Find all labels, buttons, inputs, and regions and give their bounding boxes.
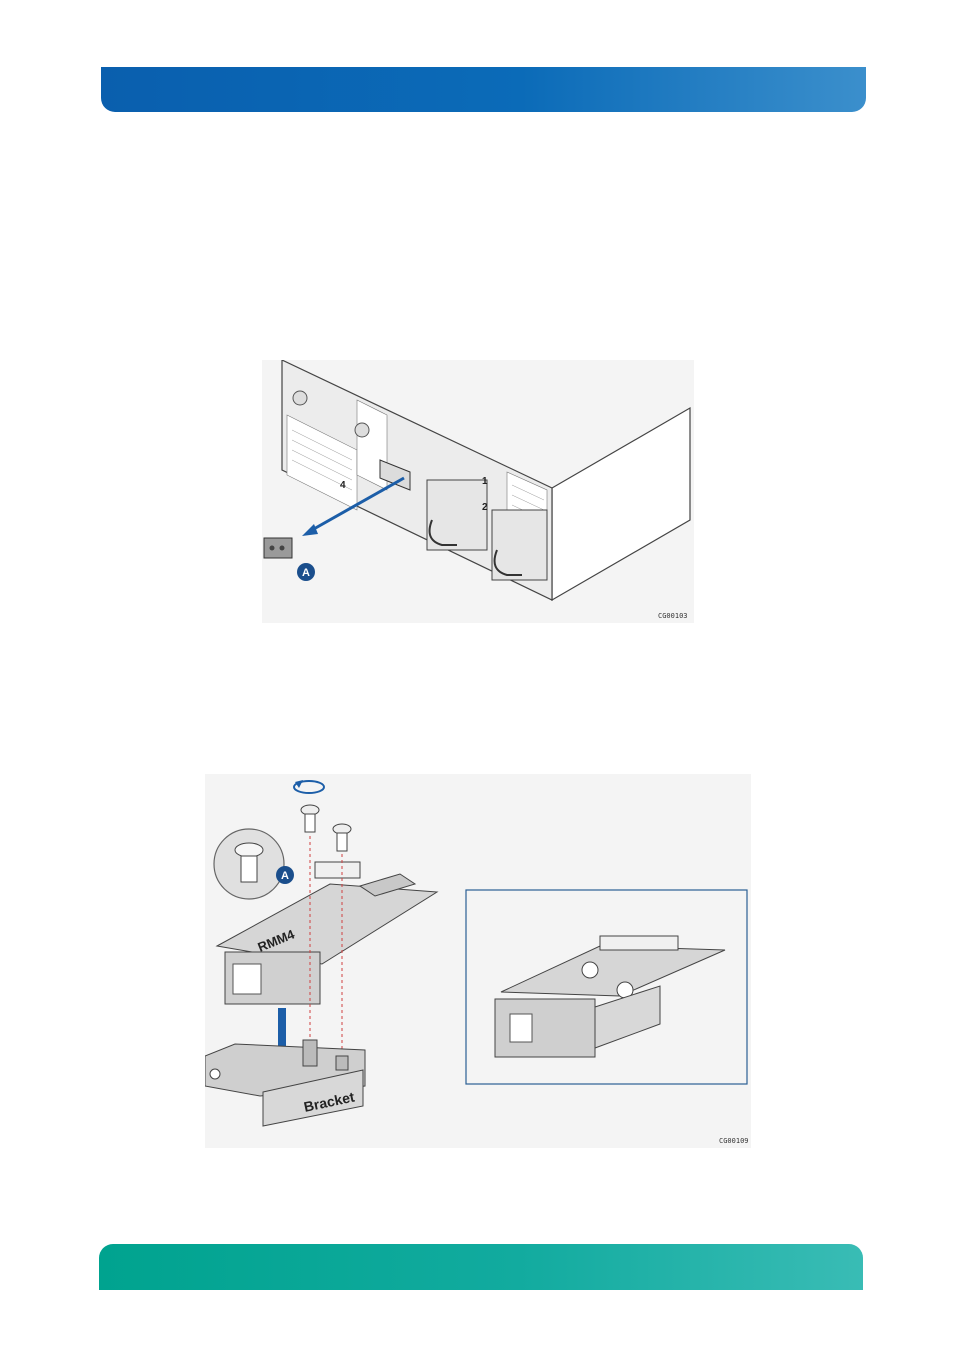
rmm4-illustration: A RMM4 Bracket CG00109	[205, 774, 751, 1148]
figure-remove-knockout: 4 1 2 A CG00103	[262, 360, 694, 623]
callout-a-label: A	[281, 870, 289, 882]
page-footer-band	[99, 1244, 863, 1290]
callout-a-label: A	[302, 567, 310, 579]
bay-label: 4	[340, 480, 346, 491]
page-header-band	[101, 67, 866, 112]
figure-code: CG00109	[719, 1137, 749, 1145]
chassis-illustration: 4 1 2 A CG00103	[262, 360, 694, 623]
figure-code: CG00103	[658, 612, 688, 620]
figure-install-rmm4: A RMM4 Bracket CG00109	[205, 774, 751, 1148]
bay-label: 2	[482, 502, 488, 513]
bay-label: 1	[482, 476, 488, 487]
